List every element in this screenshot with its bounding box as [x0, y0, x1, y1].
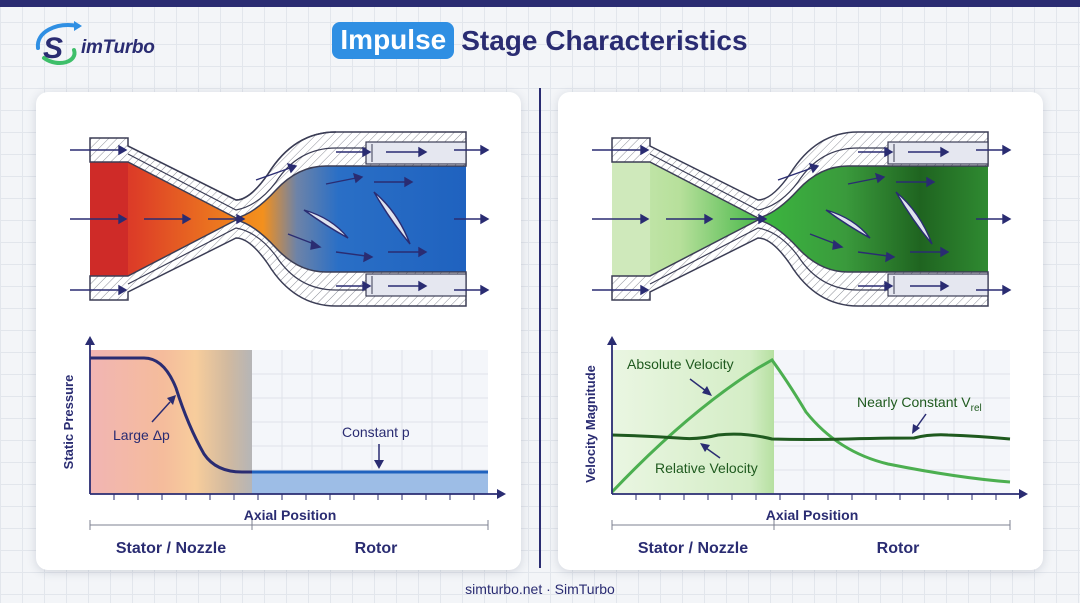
lower-shroud — [887, 273, 989, 297]
region-label-rotor: Rotor — [877, 540, 920, 557]
flow-arrows — [592, 144, 1012, 296]
flow-channel — [612, 162, 988, 276]
upper-shroud — [365, 141, 467, 165]
flow-channel — [90, 162, 466, 276]
velocity-plot: Velocity Magnitude Axial Position Absolu… — [583, 336, 1028, 523]
y-axis-label: Static Pressure — [61, 375, 76, 470]
region-label-rotor: Rotor — [355, 540, 398, 557]
title-highlight: Impulse — [332, 22, 455, 59]
rotor-pressure-fill — [252, 472, 488, 494]
logo-wordmark: imTurbo — [81, 37, 155, 58]
label-nearly-constant-sub: rel — [971, 403, 982, 414]
flow-arrows — [70, 144, 490, 296]
pressure-panel-graphic: Static Pressure Axial Position Large Δp … — [61, 131, 506, 557]
relative-velocity-curve — [611, 432, 1011, 441]
y-axis-label: Velocity Magnitude — [583, 365, 598, 483]
region-label-stator: Stator / Nozzle — [638, 540, 748, 557]
label-nearly-constant: Nearly Constant Vrel — [857, 394, 982, 414]
title-rest: Stage Characteristics — [461, 24, 748, 56]
rotor-blade-2 — [895, 191, 933, 245]
velocity-panel: Velocity Magnitude Axial Position Absolu… — [558, 92, 1043, 570]
label-absolute-velocity: Absolute Velocity — [627, 356, 734, 372]
simturbo-logo[interactable]: S imTurbo — [34, 18, 164, 70]
logo-s-letter: S — [43, 32, 63, 65]
velocity-panel-graphic: Velocity Magnitude Axial Position Absolu… — [583, 131, 1028, 557]
x-axis-label: Axial Position — [244, 507, 337, 523]
lower-shroud — [365, 273, 467, 297]
top-accent-bar — [0, 0, 1080, 7]
region-brackets — [611, 520, 1011, 530]
region-brackets — [89, 520, 489, 530]
rotor-blade-2 — [373, 191, 411, 245]
upper-shroud — [887, 141, 989, 165]
label-relative-velocity: Relative Velocity — [655, 460, 758, 476]
pressure-curve — [90, 356, 488, 474]
region-label-stator: Stator / Nozzle — [116, 540, 226, 557]
panel-divider — [539, 88, 541, 568]
rotor-blade-1 — [825, 209, 871, 239]
rotor-blade-1 — [303, 209, 349, 239]
annotation-large-dp: Large Δp — [113, 427, 170, 443]
x-axis-label: Axial Position — [766, 507, 859, 523]
pressure-plot: Static Pressure Axial Position Large Δp … — [61, 336, 506, 523]
label-nearly-constant-main: Nearly Constant V — [857, 394, 971, 410]
absolute-velocity-curve — [610, 358, 1011, 494]
pressure-panel: Static Pressure Axial Position Large Δp … — [36, 92, 521, 570]
logo-swoosh-icon: S — [35, 21, 82, 66]
stator-shaded-region — [90, 350, 252, 494]
annotation-constant-p: Constant p — [342, 424, 410, 440]
footer-credit[interactable]: simturbo.net · SimTurbo — [465, 581, 615, 597]
